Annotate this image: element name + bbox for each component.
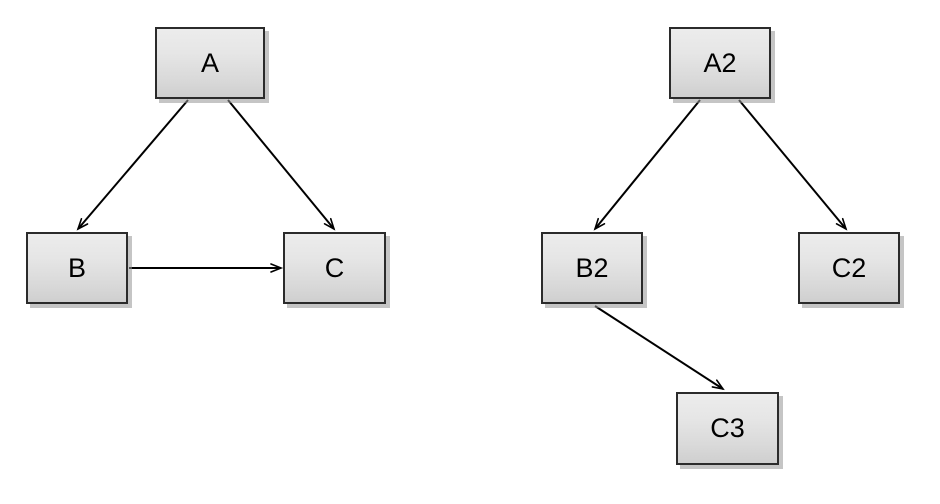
node-b2[interactable]: B2 <box>541 232 643 304</box>
edge-a-to-b[interactable] <box>76 99 189 231</box>
node-label: C <box>324 252 345 283</box>
node-label: B2 <box>575 252 609 283</box>
node-label: A <box>200 47 219 78</box>
node-label: B <box>67 252 86 283</box>
node-b[interactable]: B <box>26 232 128 304</box>
edge-a-to-c[interactable] <box>227 99 336 231</box>
node-c[interactable]: C <box>283 232 386 304</box>
node-a2[interactable]: A2 <box>669 27 771 99</box>
edge-a2-to-c2[interactable] <box>738 99 848 231</box>
edge-a2-to-b2[interactable] <box>593 99 701 231</box>
node-label: C3 <box>710 413 745 443</box>
node-label: A2 <box>703 47 737 78</box>
node-c2[interactable]: C2 <box>798 232 900 304</box>
node-c3[interactable]: C3 <box>676 392 779 465</box>
node-label: C2 <box>831 252 867 283</box>
node-a[interactable]: A <box>155 27 265 99</box>
edge-b2-to-c3[interactable] <box>594 305 725 391</box>
edge-group <box>76 99 848 391</box>
